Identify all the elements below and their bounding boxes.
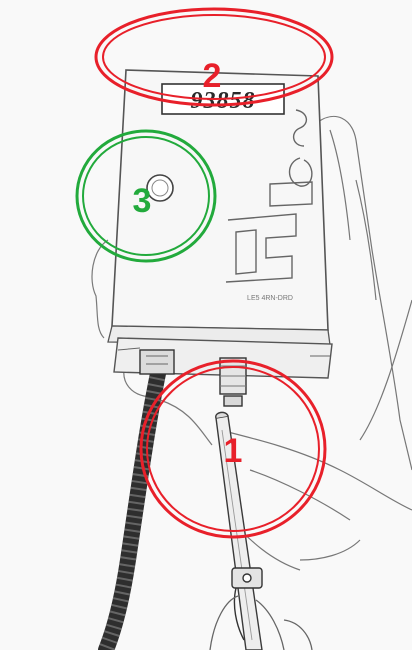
device-body [108, 70, 332, 378]
small-caption: LE5 4RN-DRD [247, 295, 293, 302]
marker-1-number: 1 [224, 432, 243, 470]
cable-connector [140, 350, 174, 374]
marker-2-number: 2 [203, 57, 222, 95]
cable-gland [220, 358, 246, 406]
marker-3-number: 3 [133, 182, 152, 220]
counter-reading: 93858 [191, 88, 256, 114]
